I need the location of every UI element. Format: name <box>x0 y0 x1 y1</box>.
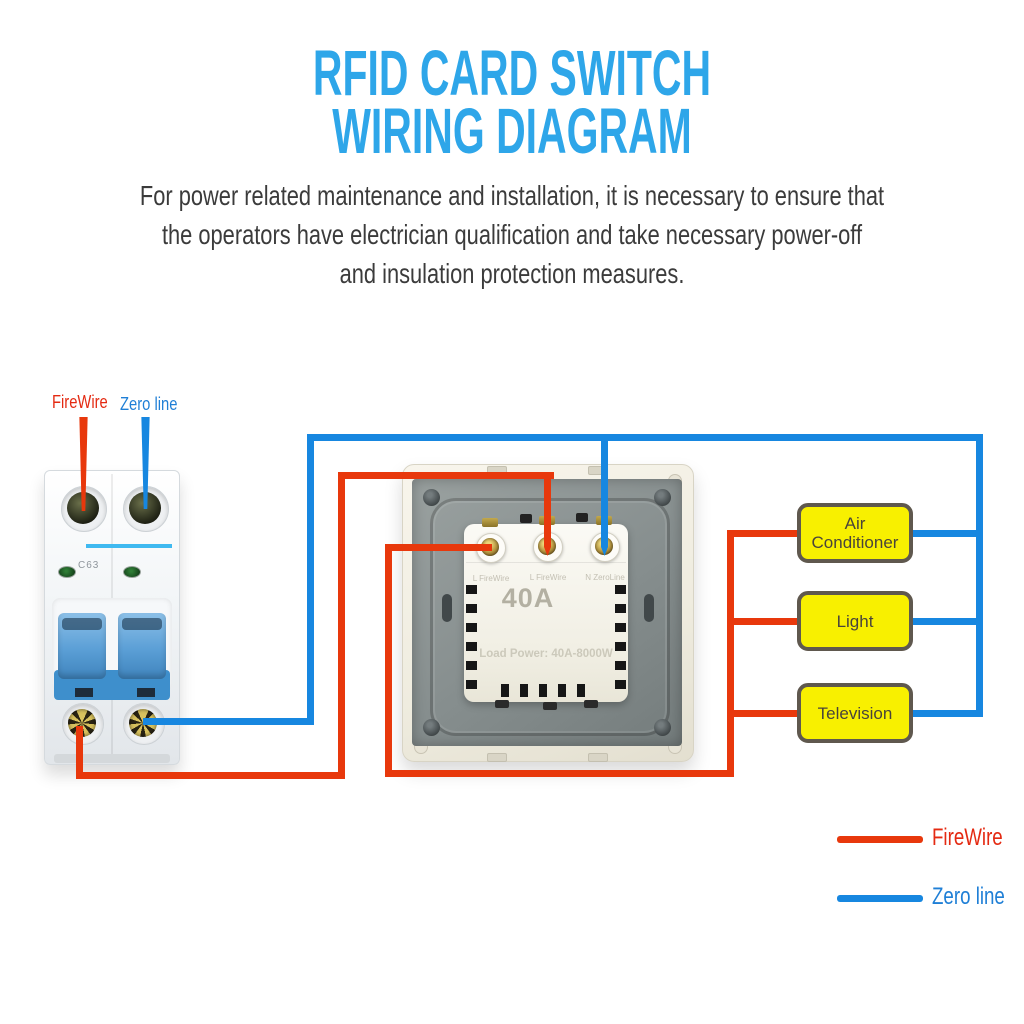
module-tab <box>543 702 557 710</box>
appliance-label: Air Conditioner <box>811 514 899 552</box>
plate-screw <box>423 489 440 506</box>
panel-frame-tab <box>588 753 608 762</box>
wire-red-bottom-left-h <box>76 772 345 779</box>
legend-firewire-swatch <box>837 836 923 843</box>
intro-paragraph: For power related maintenance and instal… <box>0 176 1024 293</box>
breaker-led-right <box>123 566 141 578</box>
appliance-box-light: Light <box>797 591 913 651</box>
page-title-line1: RFID CARD SWITCH <box>312 37 712 109</box>
zeroline-pointer-wire <box>141 417 150 509</box>
module-load-power-text: Load Power: 40A-8000W <box>479 648 613 660</box>
wire-red-drop-to-l-in-terminal <box>544 472 551 556</box>
wire-blue-top-h <box>310 434 983 441</box>
intro-line2: the operators have electrician qualifica… <box>161 219 863 250</box>
firewire-pointer-wire <box>79 417 88 511</box>
plate-screw <box>423 719 440 736</box>
wire-red-l-out-h <box>385 544 492 551</box>
wire-red-top-h <box>338 472 554 479</box>
circuit-breaker: C63 <box>44 470 180 765</box>
terminal-clamp-dark <box>576 513 588 522</box>
wire-red-branch-light <box>727 618 797 625</box>
module-tab <box>584 700 598 708</box>
wire-blue-breaker-out-h <box>143 718 314 725</box>
firewire-source-label: FireWire <box>52 392 108 412</box>
module-vents-bottom <box>501 684 596 697</box>
intro-line1: For power related maintenance and instal… <box>139 180 885 211</box>
page-title-line2: WIRING DIAGRAM <box>332 95 692 167</box>
wire-red-riser-appliances <box>727 530 734 777</box>
breaker-foot <box>54 754 170 763</box>
terminal-label-3: N ZeroLine <box>585 573 625 582</box>
breaker-blue-stripe <box>86 544 172 548</box>
appliance-box-air-conditioner: Air Conditioner <box>797 503 913 563</box>
breaker-notch-left <box>75 688 93 697</box>
wire-red-l-out-drop <box>385 544 392 777</box>
module-tab <box>495 700 509 708</box>
switch-module-divider <box>466 562 626 563</box>
wire-red-riser-mid <box>338 472 345 779</box>
wire-red-branch-air-conditioner <box>727 530 797 537</box>
breaker-toggle-left <box>58 613 106 679</box>
terminal-label-2: L FireWire <box>529 573 567 582</box>
breaker-notch-right <box>137 688 155 697</box>
appliance-label: Light <box>836 611 874 631</box>
appliance-box-television: Television <box>797 683 913 743</box>
wire-blue-branch-air-conditioner <box>913 530 976 537</box>
wire-blue-riser-left <box>307 434 314 725</box>
terminal-clamp <box>482 518 498 527</box>
module-vents-right <box>615 585 626 695</box>
terminal-clamp-dark <box>520 514 532 523</box>
appliance-label: Television <box>817 703 893 723</box>
wire-blue-riser-right <box>976 434 983 717</box>
plate-screw <box>654 489 671 506</box>
page-title: RFID CARD SWITCH WIRING DIAGRAM <box>0 37 1024 167</box>
legend-zeroline-label: Zero line <box>932 883 1005 910</box>
wire-red-branch-television <box>727 710 797 717</box>
legend-zeroline-swatch <box>837 895 923 902</box>
legend-firewire-label: FireWire <box>932 824 1003 851</box>
wire-red-breaker-drop <box>76 726 83 779</box>
breaker-led-left <box>58 566 76 578</box>
wire-red-bottom-right-h <box>385 770 734 777</box>
module-vents-left <box>466 585 477 695</box>
breaker-model-text: C63 <box>78 560 100 571</box>
plate-screw <box>654 719 671 736</box>
wire-blue-branch-light <box>913 618 976 625</box>
plate-slot-left <box>442 594 452 622</box>
breaker-toggle-right <box>118 613 166 679</box>
wire-blue-branch-television <box>913 710 976 717</box>
intro-line3: and insulation protection measures. <box>339 258 685 289</box>
terminal-label-1: L FireWire <box>472 574 510 583</box>
wire-blue-drop-to-n-terminal <box>601 434 608 556</box>
plate-slot-right <box>644 594 654 622</box>
module-rating-text: 40A <box>501 583 555 613</box>
panel-frame-tab <box>487 753 507 762</box>
zeroline-source-label: Zero line <box>120 394 178 414</box>
